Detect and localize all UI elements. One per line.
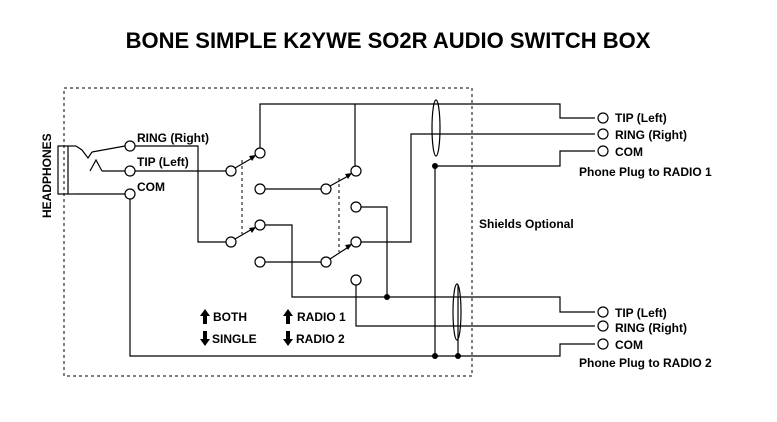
hp-tip-label: TIP (Left) — [137, 155, 189, 169]
wire-sw1-to-tip-bus — [259, 103, 356, 166]
wire-sw2-to-ring1 — [361, 133, 595, 243]
hp-ring-label: RING (Right) — [137, 131, 209, 145]
r1-ring-terminal — [597, 128, 609, 140]
r2-ring-label: RING (Right) — [615, 321, 687, 335]
shield-radio2-icon — [452, 283, 462, 341]
r2-com-terminal — [597, 338, 609, 350]
hp-ring-terminal — [124, 140, 136, 152]
r2-tip-label: TIP (Left) — [615, 306, 667, 320]
diagram-title: BONE SIMPLE K2YWE SO2R AUDIO SWITCH BOX — [126, 28, 651, 53]
r1-tip-terminal — [597, 112, 609, 124]
wire-sw1-mid-to-ring2 — [265, 224, 595, 313]
wire-sw2-to-tip2 — [361, 206, 388, 297]
legend-radio2: RADIO 2 — [296, 332, 345, 346]
legend-both: BOTH — [213, 310, 247, 324]
r2-tip-terminal — [597, 306, 609, 318]
junction-dot — [432, 353, 438, 359]
legend-single: SINGLE — [212, 332, 257, 346]
hp-com-route — [129, 199, 595, 357]
switch-both-single — [225, 147, 266, 268]
junction-dot — [384, 294, 390, 300]
headphone-jack-icon — [57, 145, 103, 195]
r2-ring-terminal — [597, 320, 609, 332]
wire-tip1-route — [355, 103, 595, 119]
shield-radio1-icon — [431, 99, 441, 157]
hp-com-terminal — [124, 188, 136, 200]
r2-com-label: COM — [615, 338, 643, 352]
junction-dot — [455, 353, 461, 359]
arrow-up-icon — [283, 309, 293, 316]
hp-ring-route — [135, 145, 226, 243]
r1-com-terminal — [597, 145, 609, 157]
arrow-down-icon — [283, 339, 293, 346]
r1-caption: Phone Plug to RADIO 1 — [579, 165, 712, 179]
enclosure-box — [63, 87, 473, 377]
arrow-up-icon — [200, 309, 210, 316]
hp-tip-terminal — [124, 165, 136, 177]
r1-tip-label: TIP (Left) — [615, 111, 667, 125]
radio1-com-bus — [434, 150, 595, 356]
r1-ring-label: RING (Right) — [615, 128, 687, 142]
switch-radio-select — [320, 165, 362, 286]
junction-dot — [432, 163, 438, 169]
r2-caption: Phone Plug to RADIO 2 — [579, 356, 712, 370]
shields-optional-label: Shields Optional — [479, 217, 574, 231]
arrow-down-icon — [200, 339, 210, 346]
headphones-label: HEADPHONES — [40, 133, 54, 218]
hp-com-label: COM — [137, 180, 165, 194]
r1-com-label: COM — [615, 145, 643, 159]
legend-radio1: RADIO 1 — [297, 310, 346, 324]
wire-sw2-lower-to-ring2 — [355, 285, 595, 327]
jack-ring-wire — [91, 145, 126, 153]
